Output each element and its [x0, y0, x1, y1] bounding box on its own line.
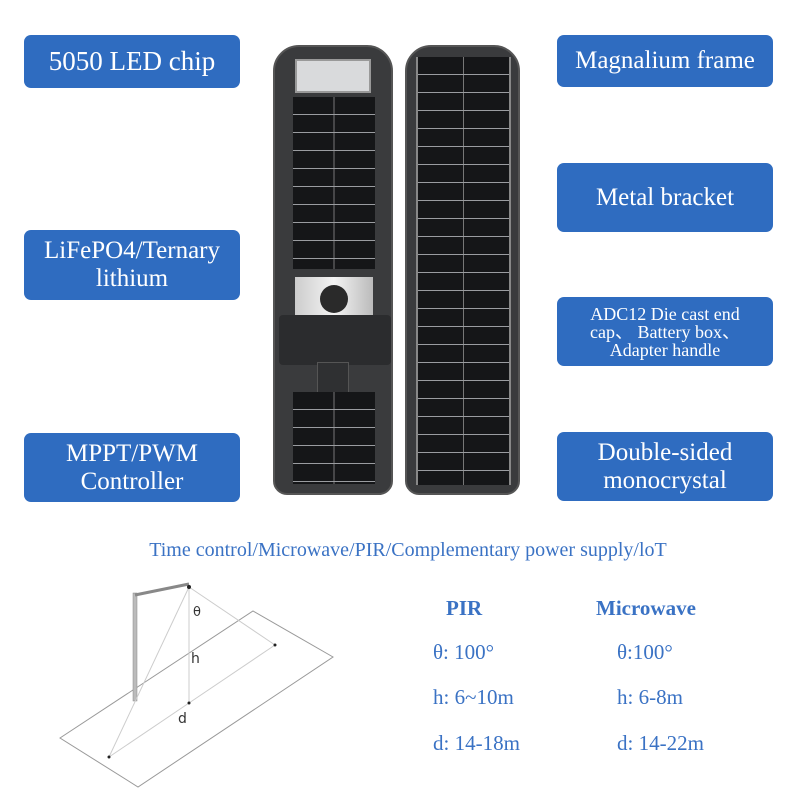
label-die-cast: ADC12 Die cast end cap、 Battery box、 Ada…: [557, 297, 773, 366]
microwave-height: h: 6-8m: [617, 685, 683, 709]
ground-plane: [59, 610, 334, 788]
led-module: [295, 59, 371, 93]
features-subtitle: Time control/Microwave/PIR/Complementary…: [149, 539, 667, 561]
height-label: h: [191, 651, 200, 667]
solar-panel-top: [293, 97, 375, 269]
label-panel: Double-sided monocrystal: [557, 432, 773, 501]
pole: [132, 592, 138, 702]
label-controller: MPPT/PWM Controller: [24, 433, 240, 502]
distance-label: d: [178, 711, 187, 727]
pole-arm: [134, 582, 190, 597]
lamp-back-image: [405, 45, 520, 495]
solar-panel-bottom: [293, 392, 375, 484]
label-bracket: Metal bracket: [557, 163, 773, 232]
battery-box: [295, 277, 373, 322]
label-led-chip: 5050 LED chip: [24, 35, 240, 88]
label-frame: Magnalium frame: [557, 35, 773, 87]
microwave-distance: d: 14-22m: [617, 731, 704, 755]
sensor-diagram: θ h d: [59, 582, 334, 788]
pir-distance: d: 14-18m: [433, 731, 520, 755]
label-battery: LiFePO4/Ternary lithium: [24, 230, 240, 300]
pir-title: PIR: [446, 596, 483, 620]
pir-height: h: 6~10m: [433, 685, 514, 709]
pir-theta: θ: 100°: [433, 640, 495, 664]
bracket: [279, 315, 391, 365]
theta-label: θ: [193, 605, 201, 620]
microwave-title: Microwave: [596, 596, 696, 620]
lamp-front-image: [273, 45, 393, 495]
solar-panel-back: [416, 57, 511, 485]
microwave-theta: θ:100°: [617, 640, 673, 664]
